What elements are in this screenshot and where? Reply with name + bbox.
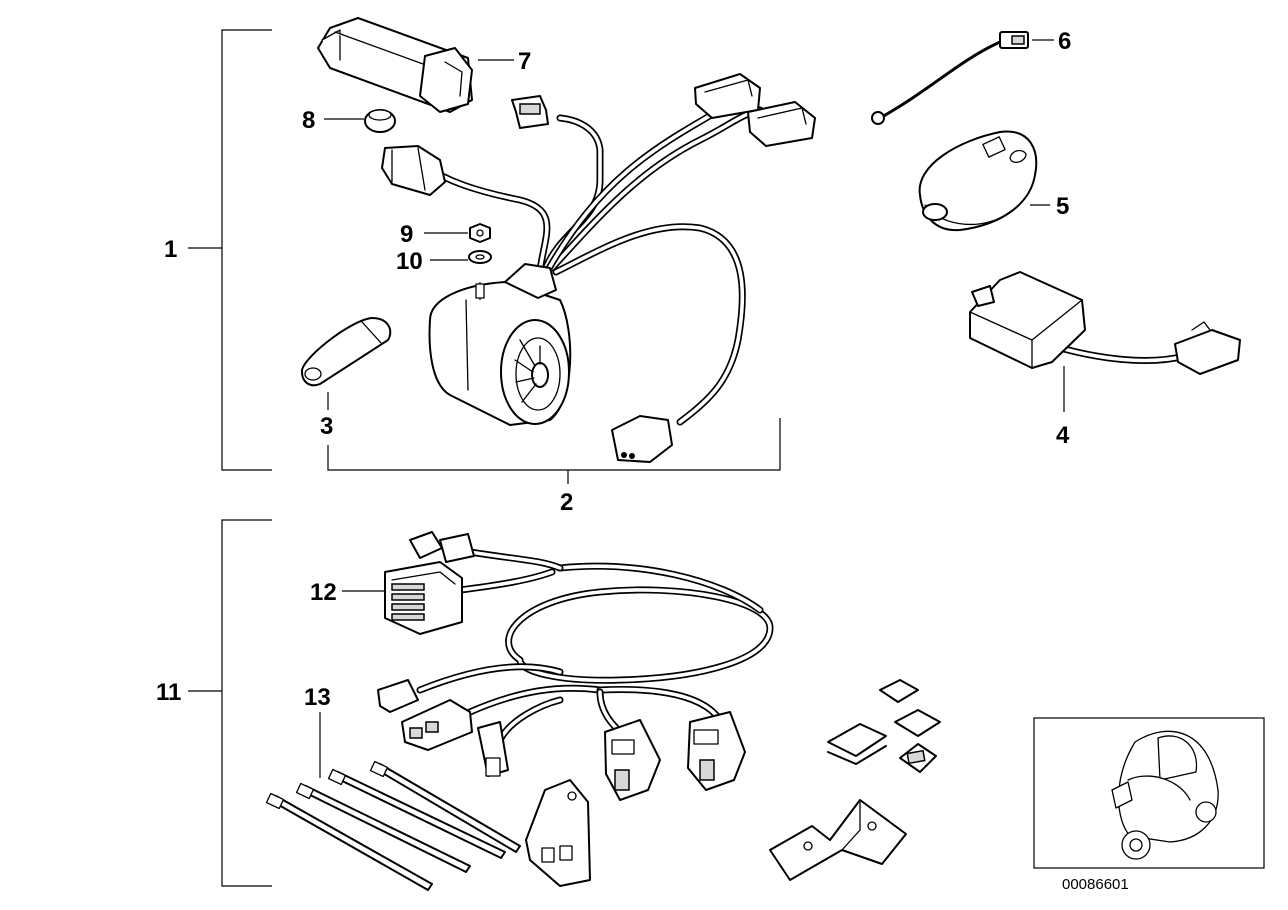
control-unit-part bbox=[317, 17, 514, 113]
callout-7: 7 bbox=[518, 48, 531, 75]
grommet-part bbox=[324, 109, 396, 133]
callout-5: 5 bbox=[1056, 193, 1069, 220]
callout-12: 12 bbox=[310, 579, 337, 606]
washer-part bbox=[430, 250, 492, 264]
callout-4: 4 bbox=[1056, 422, 1070, 449]
callout-11: 11 bbox=[156, 679, 181, 706]
callout-10: 10 bbox=[396, 248, 423, 275]
document-id: 00086601 bbox=[1062, 876, 1129, 893]
angle-bracket-part bbox=[769, 799, 907, 881]
callout-6: 6 bbox=[1058, 28, 1071, 55]
group-11-bracket bbox=[188, 519, 272, 887]
scooter-thumbnail: 00086601 bbox=[1033, 717, 1265, 893]
nut-part bbox=[424, 223, 491, 243]
callout-13: 13 bbox=[304, 684, 331, 711]
remote-control-part bbox=[918, 130, 1050, 232]
callout-9: 9 bbox=[400, 221, 413, 248]
callout-2: 2 bbox=[560, 489, 573, 516]
adhesive-pads-part bbox=[827, 679, 941, 773]
mounting-bracket-part bbox=[525, 779, 591, 887]
group-2-bracket bbox=[327, 418, 781, 484]
callout-3: 3 bbox=[320, 413, 333, 440]
cable-ties-part bbox=[265, 712, 521, 891]
key-sleeve-part bbox=[301, 317, 392, 410]
receiver-module-part bbox=[969, 271, 1241, 412]
group-1-bracket bbox=[188, 29, 272, 471]
siren-harness-part bbox=[381, 73, 816, 463]
callout-8: 8 bbox=[302, 107, 315, 134]
wiring-harness-part bbox=[342, 531, 774, 801]
antenna-part bbox=[871, 31, 1054, 125]
callout-1: 1 bbox=[164, 236, 177, 263]
